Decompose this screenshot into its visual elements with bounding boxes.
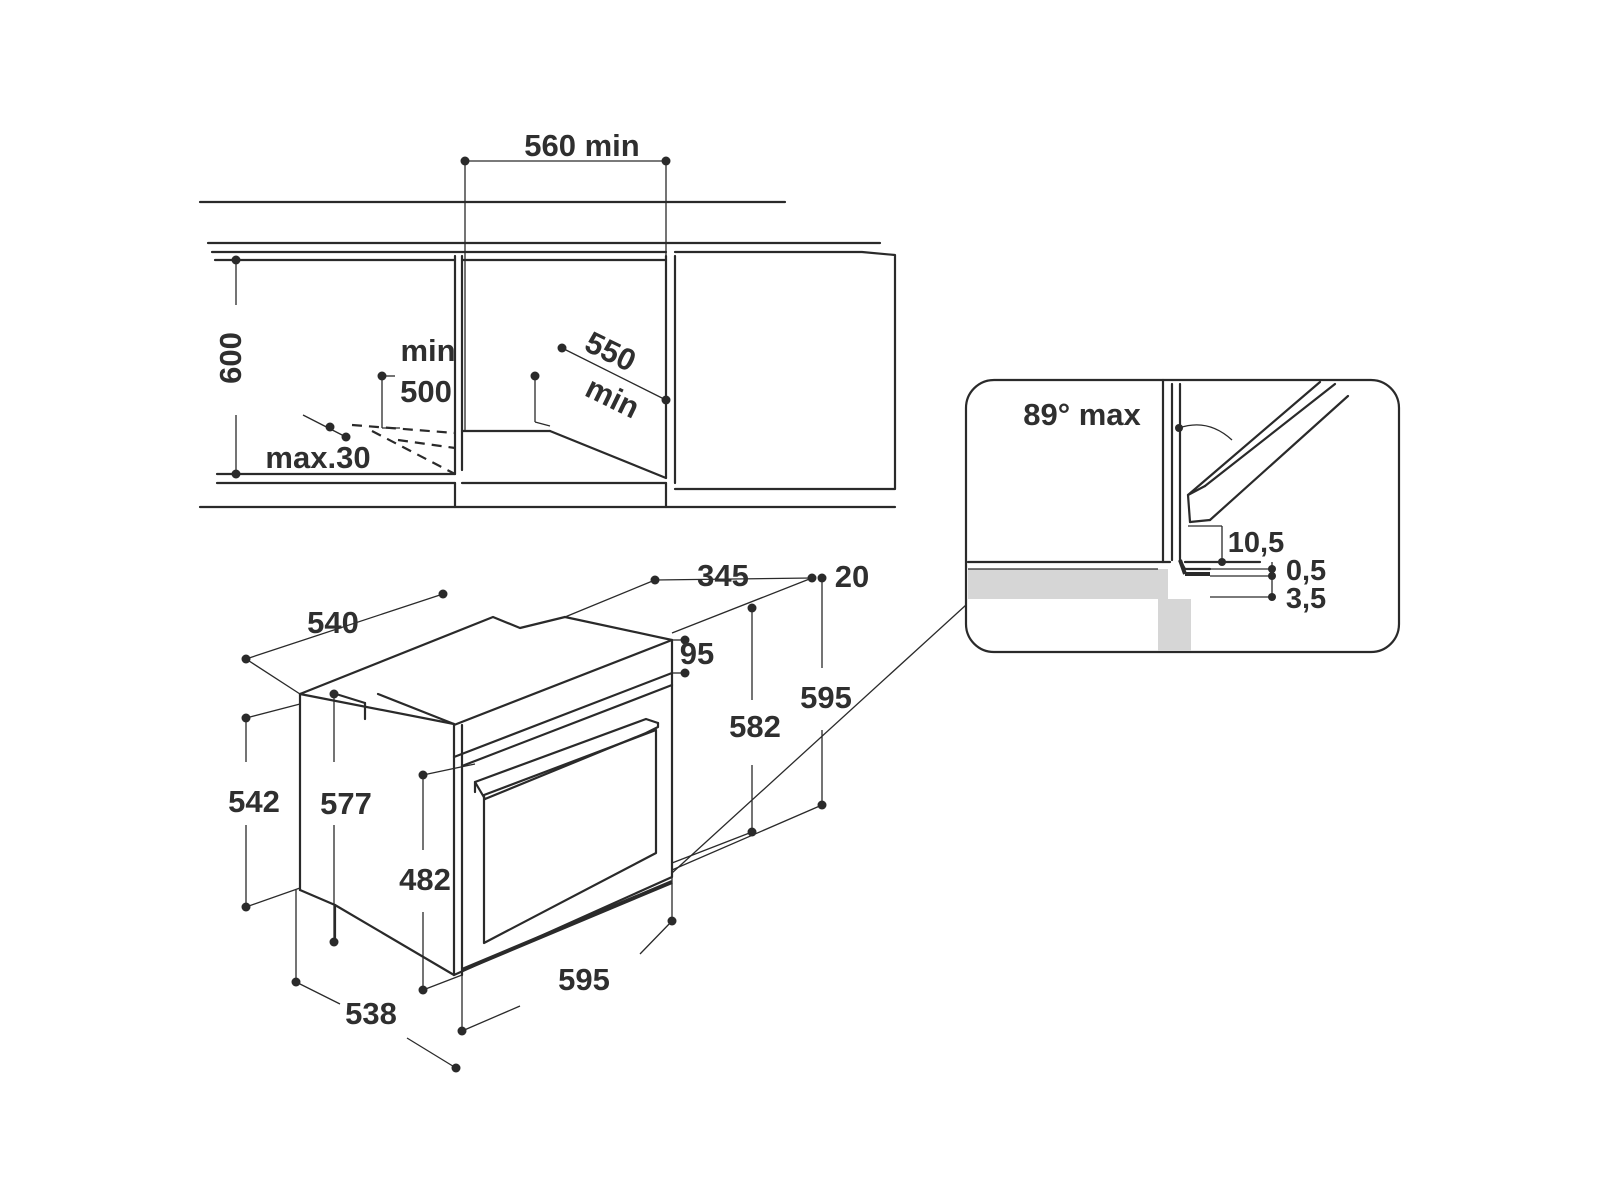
label-width-560-min: 560 min	[524, 128, 639, 163]
oven-drawing	[298, 615, 674, 977]
label-height-482: 482	[399, 862, 451, 897]
label-depth-min-a: min	[400, 333, 455, 368]
label-3-5: 3,5	[1286, 583, 1326, 615]
label-depth-min-500: 500	[400, 374, 452, 409]
label-height-577: 577	[320, 786, 372, 821]
label-height-542: 542	[228, 784, 280, 819]
label-width-595: 595	[558, 962, 610, 997]
label-gap-max-30: max.30	[265, 440, 370, 475]
cabinet-niche-drawing	[198, 156, 897, 509]
label-angle-89-max: 89° max	[1023, 397, 1141, 432]
label-depth-345: 345	[697, 558, 749, 593]
label-height-600: 600	[213, 332, 248, 384]
oven-dimension-lines	[241, 573, 967, 1073]
label-depth-540: 540	[307, 605, 359, 640]
label-depth-538: 538	[345, 996, 397, 1031]
label-height-595-right: 595	[800, 680, 852, 715]
label-depth-95: 95	[680, 636, 714, 671]
label-0-5: 0,5	[1286, 555, 1326, 587]
oven-labels: 540 345 20 95 595 582 542 577 482 595 53…	[228, 558, 869, 1031]
label-depth-550-min: min	[580, 370, 645, 426]
cabinet-labels: 560 min 600 min 500 550 min max.30	[213, 128, 645, 475]
label-depth-20: 20	[835, 559, 869, 594]
detail-labels: 89° max 10,5 0,5 3,5	[1023, 397, 1326, 615]
label-depth-550: 550	[580, 324, 642, 378]
label-10-5: 10,5	[1228, 527, 1284, 559]
label-height-582: 582	[729, 709, 781, 744]
door-hinge-detail	[964, 378, 1401, 654]
